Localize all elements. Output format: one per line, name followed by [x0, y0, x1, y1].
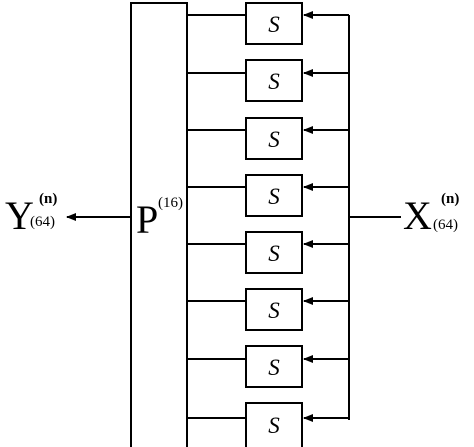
sbox: [245, 402, 303, 447]
sbox: [245, 117, 303, 160]
sbox-label: S: [268, 69, 280, 94]
output-letter: Y: [5, 193, 34, 238]
sbox-row: S: [187, 345, 349, 388]
sbox: [245, 288, 303, 331]
permutation-label: P (16): [136, 195, 183, 242]
input-label: X (n) (64): [403, 191, 459, 238]
sbox: [245, 174, 303, 217]
permutation-superscript: (16): [158, 195, 183, 211]
sbox: [245, 59, 303, 102]
sbox-label: S: [268, 298, 280, 323]
input-superscript: (n): [441, 191, 459, 207]
sbox: [245, 345, 303, 388]
permutation-letter: P: [136, 197, 158, 242]
output-label: Y (n) (64): [5, 191, 57, 238]
sbox-label: S: [268, 127, 280, 152]
sbox-label: S: [268, 184, 280, 209]
sbox-row: S: [187, 174, 349, 217]
permutation-block: [130, 2, 188, 447]
sbox-row: S: [187, 59, 349, 102]
sbox-row: S: [187, 2, 349, 45]
output-subscript: (64): [30, 214, 55, 230]
sbox-row: S: [187, 402, 349, 447]
input-letter: X: [403, 193, 432, 238]
sbox-label: S: [268, 355, 280, 380]
sbox: [245, 231, 303, 274]
sbox-label: S: [268, 12, 280, 37]
output-superscript: (n): [39, 191, 57, 207]
sbox-row: S: [187, 288, 349, 331]
sbox-row: S: [187, 231, 349, 274]
input-subscript: (64): [433, 217, 458, 233]
sbox: [245, 2, 303, 45]
sbox-rows: S S S S S S: [187, 2, 349, 447]
sbox-label: S: [268, 413, 280, 438]
sbox-label: S: [268, 241, 280, 266]
sbox-row: S: [187, 117, 349, 160]
